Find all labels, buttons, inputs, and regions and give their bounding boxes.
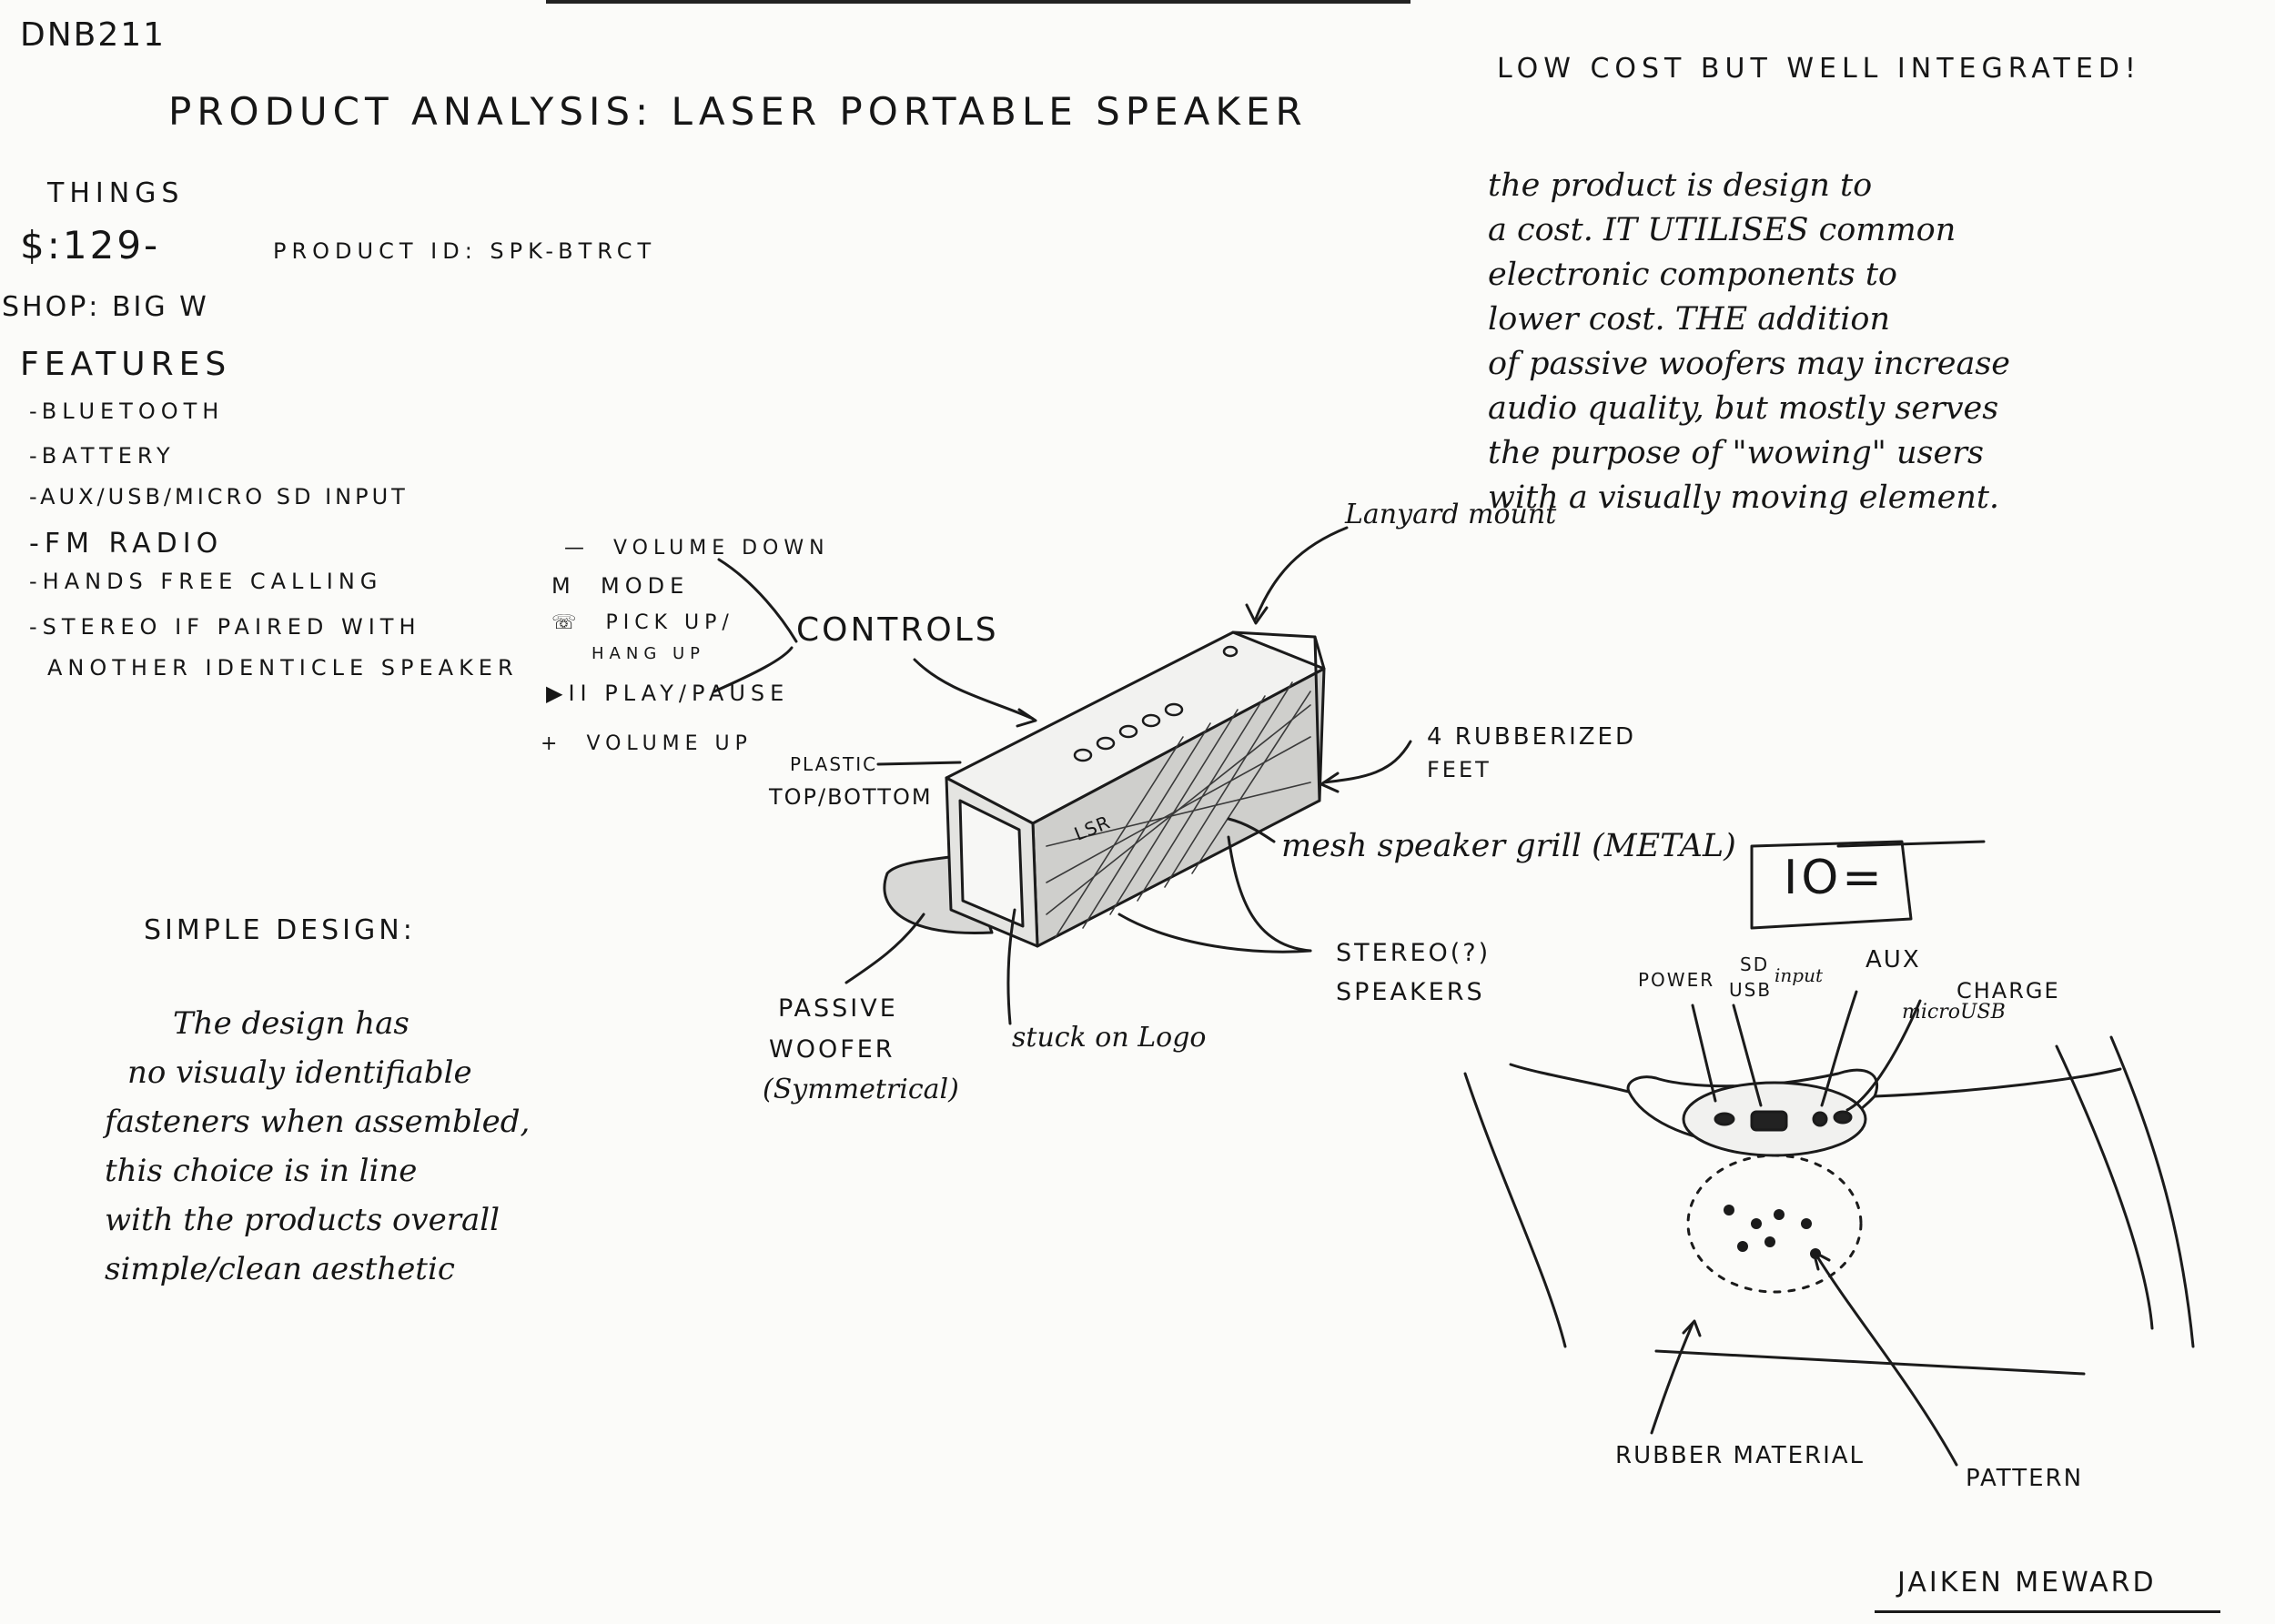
control-key: M [551, 573, 576, 599]
logo-callout: stuck on Logo [1012, 1022, 1206, 1054]
controls-arrow [915, 660, 1033, 719]
usb-label: USB [1729, 979, 1772, 1001]
tagline: LOW COST BUT WELL INTEGRATED! [1497, 53, 2141, 85]
analysis-line: the product is design to [1488, 164, 2179, 208]
control-mode: M MODE [551, 573, 689, 599]
control-key: + [541, 732, 562, 755]
control-text: VOLUME DOWN [613, 537, 830, 560]
passive-callout-2: WOOFER [769, 1035, 895, 1064]
analysis-line: audio quality, but mostly serves [1488, 387, 2179, 431]
port-usb [1752, 1112, 1786, 1130]
stereo-callout-2: SPEAKERS [1336, 978, 1485, 1006]
rubber-label: RUBBER MATERIAL [1615, 1442, 1865, 1469]
feature-item: -BATTERY [29, 443, 176, 469]
lanyard-callout: Lanyard mount [1345, 499, 1556, 530]
control-pick-up: ☏ PICK UP/ [551, 611, 734, 634]
simple-design-line: The design has [105, 999, 669, 1048]
feet-callout-1: 4 RUBBERIZED [1427, 723, 1636, 751]
control-text: VOLUME UP [586, 732, 753, 755]
port-power [1715, 1114, 1734, 1125]
sd-label: SD [1740, 953, 1769, 975]
control-hang-up: HANG UP [592, 644, 705, 663]
feet-callout-2: FEET [1427, 757, 1491, 782]
control-volume-down: — VOLUME DOWN [564, 537, 830, 560]
simple-design-notes: The design has no visualy identifiable f… [105, 999, 669, 1294]
simple-design-line: this choice is in line [105, 1146, 669, 1195]
controls-label: CONTROLS [796, 611, 999, 649]
simple-design-line: fasteners when assembled, [105, 1097, 669, 1146]
page-title: PRODUCT ANALYSIS: LASER PORTABLE SPEAKER [168, 89, 1308, 134]
stereo-callout-1: STEREO(?) [1336, 939, 1491, 967]
control-key: — [564, 537, 590, 560]
author-name: JAIKEN MEWARD [1897, 1567, 2157, 1599]
simple-design-line: with the products overall [105, 1195, 669, 1245]
analysis-line: electronic components to [1488, 253, 2179, 298]
aux-label: AUX [1866, 946, 1921, 973]
features-label: FEATURES [20, 346, 231, 383]
power-label: POWER [1638, 969, 1714, 991]
play-pause-icon: ▶II [546, 681, 592, 706]
detail-panel-outline [1465, 1074, 1565, 1347]
simple-design-label: SIMPLE DESIGN: [144, 914, 416, 946]
price: $:129- [20, 223, 160, 267]
micro-usb-label: microUSB [1902, 1001, 2006, 1024]
feature-item: -STEREO IF PAIRED WITH [29, 614, 421, 640]
control-text: PICK UP/ [606, 611, 734, 634]
passive-callout-3: (Symmetrical) [763, 1074, 959, 1105]
input-label: input [1774, 964, 1823, 986]
passive-callout-1: PASSIVE [778, 994, 898, 1023]
port-charge [1835, 1112, 1851, 1123]
feature-item: -HANDS FREE CALLING [29, 569, 382, 594]
port-aux [1814, 1113, 1826, 1125]
control-text: MODE [601, 573, 689, 599]
charge-label: CHARGE [1956, 978, 2060, 1004]
analysis-line: the purpose of "wowing" users [1488, 431, 2179, 476]
feature-item: -BLUETOOTH [29, 398, 224, 424]
control-play-pause: ▶II PLAY/PAUSE [546, 681, 789, 706]
phone-icon: ☏ [551, 611, 582, 634]
pattern-label: PATTERN [1966, 1465, 2083, 1492]
mesh-callout: mesh speaker grill (METAL) [1281, 828, 1736, 864]
control-text: HANG UP [592, 644, 705, 663]
feature-item: -FM RADIO [29, 528, 223, 560]
feature-item: -AUX/USB/MICRO SD INPUT [29, 484, 409, 509]
pattern-dots [1724, 1205, 1821, 1259]
simple-design-line: no visualy identifiable [105, 1048, 669, 1097]
course-code: DNB211 [20, 16, 166, 54]
things-label: THINGS [47, 177, 184, 209]
product-id: PRODUCT ID: SPK-BTRCT [273, 238, 656, 264]
plastic-callout: PLASTIC [790, 753, 877, 775]
analysis-line: lower cost. THE addition [1488, 298, 2179, 342]
control-text: PLAY/PAUSE [604, 681, 789, 706]
analysis-line: of passive woofers may increase [1488, 342, 2179, 387]
simple-design-line: simple/clean aesthetic [105, 1245, 669, 1294]
io-label: IO= [1784, 851, 1886, 905]
author-underline [1875, 1610, 2220, 1613]
shop: SHOP: BIG W [2, 291, 209, 323]
feature-item: ANOTHER IDENTICLE SPEAKER [47, 655, 519, 681]
analysis-notes: the product is design to a cost. IT UTIL… [1488, 164, 2179, 520]
analysis-line: a cost. IT UTILISES common [1488, 208, 2179, 253]
analysis-line: with a visually moving element. [1488, 476, 2179, 520]
control-volume-up: + VOLUME UP [541, 732, 753, 755]
pattern-ring [1688, 1155, 1861, 1292]
top-bottom-callout: TOP/BOTTOM [769, 784, 933, 810]
lanyard-leader [1256, 528, 1347, 619]
